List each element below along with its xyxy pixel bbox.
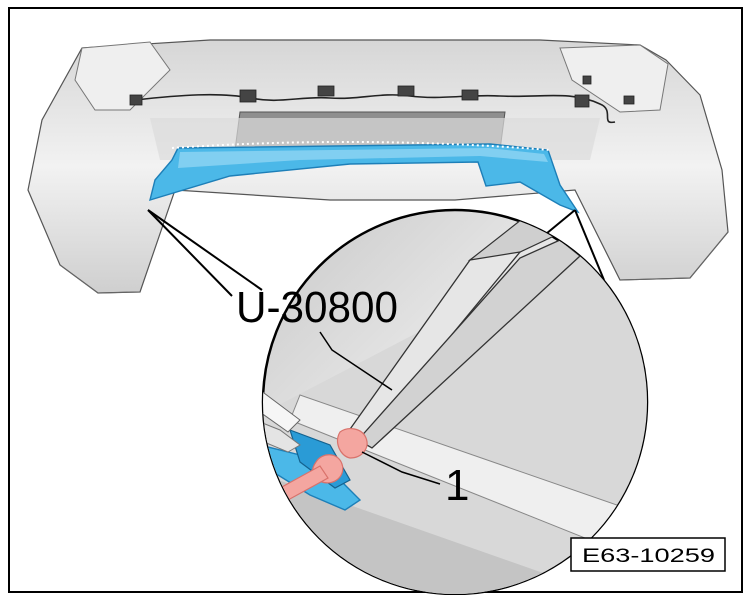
- figure-reference: E63-10259: [570, 537, 726, 572]
- callout-pointer-left-2: [147, 209, 233, 297]
- callout-pointer-right-2: [574, 209, 605, 281]
- bumper-lower-edge: [59, 231, 729, 294]
- zoom-blue-trim: [263, 418, 362, 511]
- figure-reference-text: E63-10259: [582, 546, 715, 567]
- bumper-blue-trim-highlight: [178, 148, 548, 168]
- callout-pointer-left: [147, 209, 263, 291]
- zoom-clip-gripped: [337, 428, 368, 459]
- bumper-trim-dots: [171, 140, 551, 151]
- part-number-label: 1: [445, 461, 469, 510]
- zoom-callout: [147, 208, 649, 595]
- zoom-small-blue-block: [209, 353, 226, 368]
- figure-reference-box: [570, 537, 726, 572]
- bumper-sensors: [129, 75, 635, 108]
- bumper-left-wing: [74, 41, 171, 111]
- tool-label: U-30800: [236, 283, 398, 332]
- rear-bumper: [27, 39, 729, 294]
- zoom-detail: [209, 210, 647, 594]
- zoom-plastic-bracket: [263, 349, 301, 433]
- tool-leader-line: [319, 331, 393, 391]
- bumper-right-wing: [559, 44, 669, 113]
- label-tool: U-30800: [236, 283, 398, 391]
- figure-frame: [8, 7, 743, 593]
- part-leader-line: [361, 451, 441, 485]
- label-part: 1: [361, 451, 469, 510]
